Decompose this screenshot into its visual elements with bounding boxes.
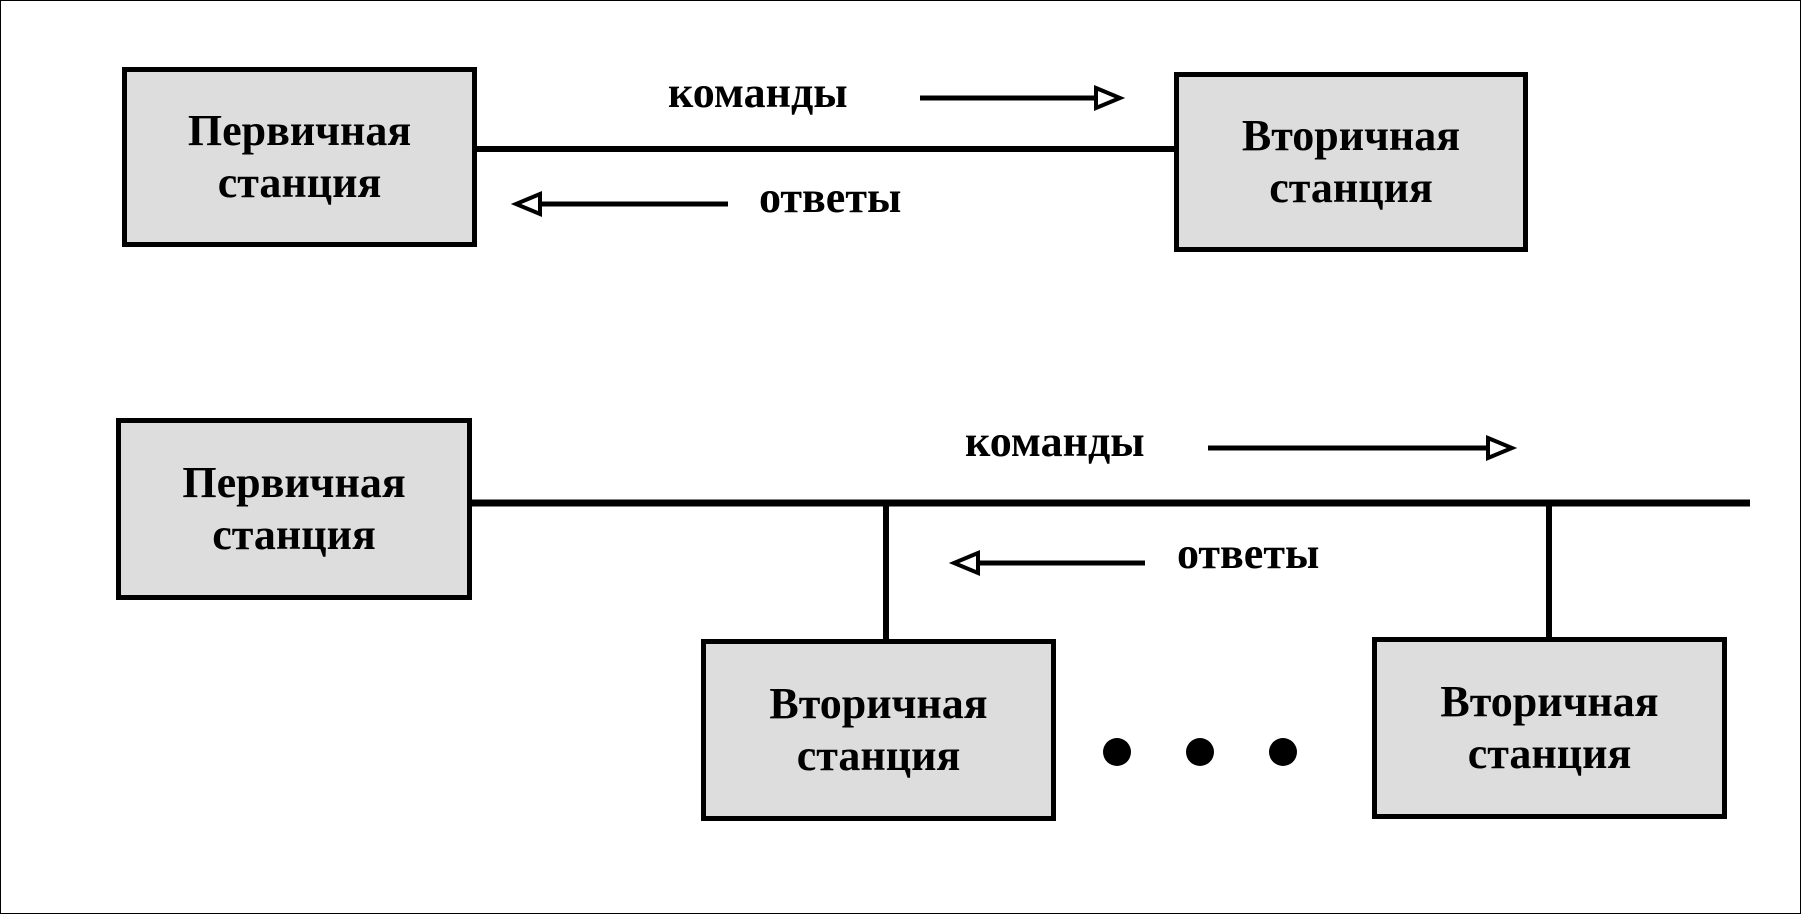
bottom-responses-label: ответы	[1177, 529, 1320, 578]
top-responses-arrow	[510, 191, 728, 217]
ellipsis-dot	[1103, 738, 1131, 766]
ellipsis-dot	[1186, 738, 1214, 766]
top-secondary-station-box: Вторичная станция	[1174, 72, 1528, 252]
top-commands-label: команды	[668, 68, 848, 117]
bottom-commands-arrow	[1208, 435, 1518, 461]
bottom-responses-arrow	[948, 550, 1145, 576]
station-label-line2: станция	[796, 731, 961, 780]
top-commands-arrow	[920, 85, 1126, 111]
top-primary-station-box: Первичная станция	[122, 67, 477, 247]
station-label-line2: станция	[1269, 163, 1433, 212]
bottom-commands-label: команды	[965, 417, 1145, 466]
station-label-line1: Первичная	[187, 106, 412, 155]
ellipsis-dot	[1269, 738, 1297, 766]
station-label-line2: станция	[212, 510, 376, 559]
station-label-line2: станция	[217, 158, 382, 207]
bottom-secondary-station-box-2: Вторичная станция	[1372, 637, 1727, 819]
station-label-line2: станция	[1467, 729, 1632, 778]
station-label-line1: Вторичная	[769, 679, 988, 728]
bottom-secondary-station-box-1: Вторичная станция	[701, 639, 1056, 821]
station-label-line1: Вторичная	[1440, 677, 1659, 726]
top-responses-label: ответы	[759, 173, 902, 222]
bottom-primary-station-box: Первичная станция	[116, 418, 472, 600]
station-label-line1: Вторичная	[1241, 111, 1461, 160]
station-label-line1: Первичная	[182, 458, 406, 507]
